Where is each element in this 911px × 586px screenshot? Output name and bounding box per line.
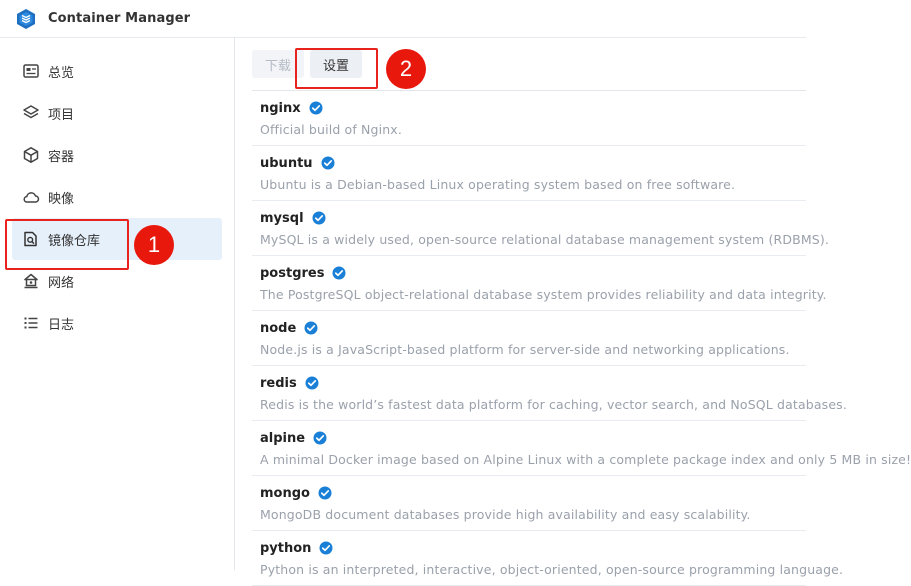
image-description: Node.js is a JavaScript-based platform f… [260, 342, 790, 357]
image-row[interactable]: alpine A minimal Docker image based on Al… [252, 421, 911, 476]
verified-badge-icon [312, 211, 326, 225]
sidebar-item-overview[interactable]: 总览 [12, 50, 222, 92]
image-title: python [260, 539, 806, 557]
image-description: MySQL is a widely used, open-source rela… [260, 232, 830, 247]
verified-badge-icon [305, 376, 319, 390]
download-button[interactable]: 下载 [252, 50, 305, 78]
registry-search-icon [22, 230, 40, 248]
image-description: MongoDB document databases provide high … [260, 507, 751, 522]
toolbar: 下载 设置 [236, 38, 806, 90]
sidebar-item-label: 总览 [48, 65, 75, 81]
app-title: Container Manager [48, 11, 191, 26]
image-title: alpine [260, 429, 806, 447]
step-badge-1: 1 [134, 225, 174, 265]
verified-badge-icon [319, 541, 333, 555]
settings-button[interactable]: 设置 [310, 50, 363, 78]
verified-badge-icon [332, 266, 346, 280]
image-name: redis [260, 375, 297, 391]
cloud-icon [22, 188, 40, 206]
image-description: A minimal Docker image based on Alpine L… [260, 452, 911, 467]
sidebar-item-label: 网络 [48, 275, 75, 291]
layers-icon [22, 104, 40, 122]
image-description: Redis is the world’s fastest data platfo… [260, 397, 847, 412]
image-description: Ubuntu is a Debian-based Linux operating… [260, 177, 736, 192]
image-title: mongo [260, 484, 806, 502]
sidebar-item-images[interactable]: 映像 [12, 176, 222, 218]
list-icon [22, 314, 40, 332]
image-title: nginx [260, 99, 806, 117]
image-name: ubuntu [260, 155, 313, 171]
sidebar-item-label: 映像 [48, 191, 75, 207]
network-icon [22, 272, 40, 290]
image-title: mysql [260, 209, 806, 227]
image-name: python [260, 540, 312, 556]
image-name: node [260, 320, 297, 336]
verified-badge-icon [313, 431, 327, 445]
overview-icon [22, 62, 40, 80]
sidebar-item-logs[interactable]: 日志 [12, 302, 222, 344]
image-name: postgres [260, 265, 325, 281]
cube-icon [22, 146, 40, 164]
image-title: postgres [260, 264, 806, 282]
verified-badge-icon [304, 321, 318, 335]
sidebar: 总览 项目 容器 映像 镜像仓库 网络 日志 [0, 38, 235, 570]
container-manager-logo-icon [17, 8, 35, 29]
sidebar-item-label: 镜像仓库 [48, 233, 101, 249]
verified-badge-icon [309, 101, 323, 115]
sidebar-item-containers[interactable]: 容器 [12, 134, 222, 176]
sidebar-item-label: 项目 [48, 107, 75, 123]
step-badge-2: 2 [386, 49, 426, 89]
image-title: node [260, 319, 806, 337]
sidebar-item-label: 日志 [48, 317, 75, 333]
image-name: mysql [260, 210, 304, 226]
image-name: nginx [260, 100, 301, 116]
image-name: mongo [260, 485, 310, 501]
image-description: The PostgreSQL object-relational databas… [260, 287, 827, 302]
image-title: redis [260, 374, 806, 392]
image-description: Python is an interpreted, interactive, o… [260, 562, 844, 577]
title-bar: Container Manager [0, 0, 806, 38]
image-description: Official build of Nginx. [260, 122, 402, 137]
sidebar-item-projects[interactable]: 项目 [12, 92, 222, 134]
image-title: ubuntu [260, 154, 806, 172]
sidebar-item-label: 容器 [48, 149, 75, 165]
verified-badge-icon [321, 156, 335, 170]
sidebar-item-network[interactable]: 网络 [12, 260, 222, 302]
sidebar-item-registry[interactable]: 镜像仓库 [12, 218, 222, 260]
verified-badge-icon [318, 486, 332, 500]
image-name: alpine [260, 430, 306, 446]
